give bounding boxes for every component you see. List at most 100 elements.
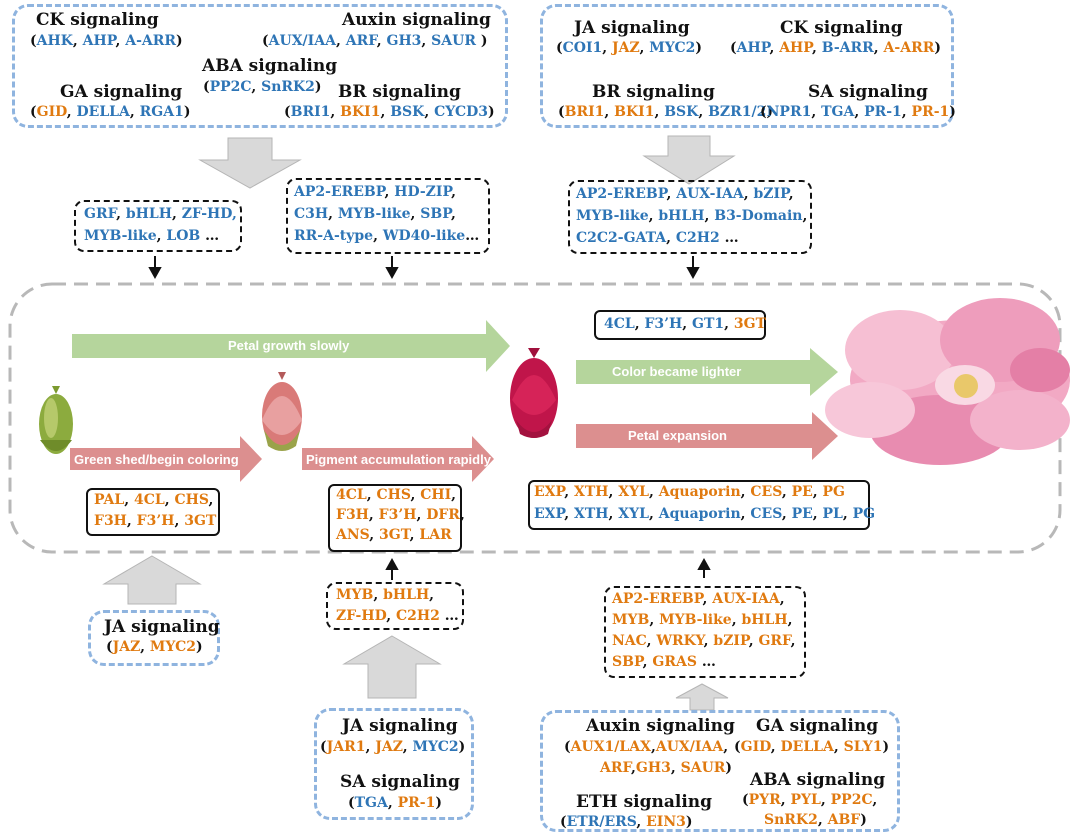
gene-name: bHLH <box>125 206 172 222</box>
gene-box-stage1-line-2: F3H, F3’H, 3GT <box>94 513 216 529</box>
punctuation: , <box>770 739 781 755</box>
gene-name: 3GT <box>733 316 767 332</box>
gene-name: PG <box>822 484 846 500</box>
ja-signaling-title-top: JA signaling <box>574 18 690 38</box>
gene-box-stage1-line-1: PAL, 4CL, CHS, <box>94 492 213 508</box>
gene-name: bZIP <box>753 186 789 202</box>
punctuation: ( <box>30 33 37 49</box>
tf-box-5 <box>604 586 806 678</box>
small-arrow-down-3 <box>686 256 700 280</box>
gene-name: WD40-like <box>382 228 466 244</box>
grey-arrow-down-left <box>198 137 302 189</box>
ck-signaling-title: CK signaling <box>36 10 159 30</box>
punctuation: , <box>376 33 387 49</box>
gene-box-stage2 <box>328 484 462 552</box>
punctuation: ( <box>262 33 269 49</box>
punctuation: , <box>648 208 659 224</box>
punctuation: , <box>820 792 831 808</box>
tf-box-5-line-4: SBP, GRAS … <box>612 654 716 670</box>
punctuation: , <box>812 484 823 500</box>
gene-name: CHS <box>174 492 209 508</box>
gene-name: EXP <box>534 484 565 500</box>
gene-name: COI1 <box>562 40 603 56</box>
br-signaling-genes-top-right: (BRI1, BKI1, BSK, BZR1/2) <box>558 104 773 120</box>
gene-name: PL <box>822 506 843 522</box>
gene-box-stage1 <box>86 488 220 536</box>
gene-name: JAR1 <box>326 739 366 755</box>
punctuation: , <box>769 40 780 56</box>
punctuation: , <box>171 206 182 222</box>
label-petal-growth: Petal growth slowly <box>228 338 350 353</box>
tf-box-3-line-2: MYB-like, bHLH, B3-Domain, <box>576 208 807 224</box>
gene-name: AUX1/LAX <box>570 739 651 755</box>
signal-box-bottom-middle <box>314 708 474 820</box>
gene-name: AHP <box>779 40 812 56</box>
punctuation: , <box>66 104 77 120</box>
punctuation: , <box>450 206 456 222</box>
tf-box-1-line-2: MYB-like, LOB … <box>84 228 219 244</box>
sa-signaling-title-top: SA signaling <box>808 82 928 102</box>
ja-signaling-genes-bottom-left: (JAZ, MYC2) <box>106 639 203 655</box>
gene-name: AUX-IAA <box>712 591 780 607</box>
gene-name: XYL <box>618 506 649 522</box>
punctuation: , <box>410 487 421 503</box>
gene-name: 3GT <box>184 513 217 529</box>
gene-name: DELLA <box>780 739 834 755</box>
auxin-signaling-genes: (AUX/IAA, ARF, GH3, SAUR ) <box>262 33 488 49</box>
punctuation: , <box>682 316 693 332</box>
gene-box-stage2-line-1: 4CL, CHS, CHI, <box>336 487 456 503</box>
grey-arrow-up-bottom-middle <box>342 635 442 699</box>
tf-box-1 <box>74 200 242 252</box>
punctuation: ( <box>730 40 737 56</box>
punctuation: ( <box>106 639 113 655</box>
gene-name: MYC2 <box>149 639 196 655</box>
punctuation: , <box>724 316 734 332</box>
tf-box-4-line-1: MYB, bHLH, <box>336 587 434 603</box>
punctuation: ) <box>314 79 322 95</box>
gene-name: bZIP <box>713 633 749 649</box>
ck-signaling-genes: (AHK, AHP, A-ARR) <box>30 33 183 49</box>
tf-box-2 <box>286 178 490 254</box>
gene-name: BSK <box>664 104 699 120</box>
punctuation: , <box>648 484 659 500</box>
aba-signaling-genes: (PP2C, SnRK2) <box>203 79 322 95</box>
gene-name: PE <box>791 506 813 522</box>
red-arrow-green-shed <box>70 436 262 482</box>
punctuation: , <box>642 654 653 670</box>
gene-name: BZR1/2 <box>708 104 767 120</box>
punctuation: , <box>698 104 709 120</box>
gene-name: EIN3 <box>646 814 686 830</box>
gene-name: CHI <box>420 487 452 503</box>
auxin-signaling-title: Auxin signaling <box>342 10 491 30</box>
punctuation: , <box>387 795 398 811</box>
gene-name: 4CL <box>133 492 165 508</box>
gene-name: XTH <box>574 506 609 522</box>
gene-name: GH3 <box>386 33 422 49</box>
punctuation: , <box>790 633 796 649</box>
punctuation: , <box>115 33 126 49</box>
gene-name: ARF <box>345 33 377 49</box>
gene-name: TGA <box>354 795 388 811</box>
punctuation: , <box>704 208 715 224</box>
punctuation: , <box>743 186 754 202</box>
punctuation: , <box>740 506 751 522</box>
gene-name: PP2C <box>830 792 873 808</box>
gene-name: B3-Domain <box>714 208 803 224</box>
punctuation: , <box>602 40 613 56</box>
gene-name: AHP <box>82 33 116 49</box>
punctuation: , <box>780 792 791 808</box>
punctuation: , <box>634 316 645 332</box>
punctuation: … <box>697 654 716 670</box>
gene-name: LOB <box>166 228 201 244</box>
gene-name: PYR <box>748 792 781 808</box>
aba-signaling-genes-bottom-2: SnRK2, ABF) <box>764 812 867 828</box>
gene-name: WRKY <box>656 633 704 649</box>
punctuation: … <box>465 228 480 244</box>
aba-signaling-title: ABA signaling <box>202 56 338 76</box>
gene-name: BRI1 <box>564 104 605 120</box>
gene-name: C2H2 <box>675 230 720 246</box>
punctuation: , <box>654 104 665 120</box>
gene-name: AUX/IAA <box>268 33 336 49</box>
tf-box-3-line-3: C2C2-GATA, C2H2 … <box>576 230 739 246</box>
punctuation: … <box>719 230 739 246</box>
